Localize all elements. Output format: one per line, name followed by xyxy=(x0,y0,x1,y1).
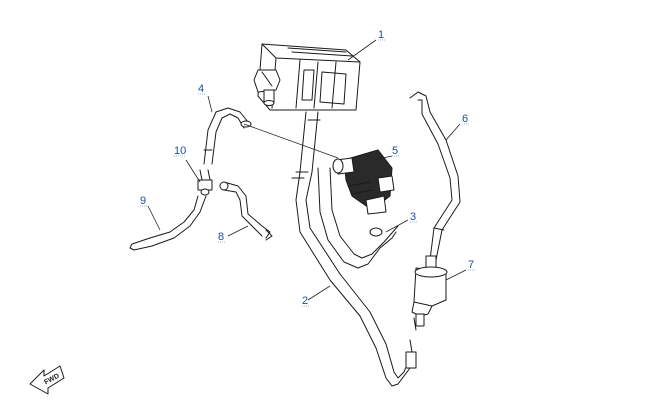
callout-8[interactable]: 8 xyxy=(218,231,224,243)
callout-7[interactable]: 7 xyxy=(468,259,474,271)
hose-part-9[interactable] xyxy=(129,195,207,251)
callout-3[interactable]: 3 xyxy=(410,211,416,223)
callout-4[interactable]: 4 xyxy=(198,83,204,95)
filter-part-7[interactable] xyxy=(411,255,448,327)
canister-part-1[interactable] xyxy=(253,43,361,111)
callout-2[interactable]: 2 xyxy=(302,295,308,307)
callout-10[interactable]: 10 xyxy=(174,145,186,157)
callout-1[interactable]: 1 xyxy=(378,29,384,41)
hose-part-2[interactable] xyxy=(291,111,417,387)
leader-lines xyxy=(147,39,467,301)
hose-part-8[interactable] xyxy=(219,181,273,241)
callout-numbers: 1 2 3 4 5 6 7 8 9 10 xyxy=(140,29,476,307)
callout-6[interactable]: 6 xyxy=(462,113,468,125)
connector-part-10[interactable] xyxy=(197,169,213,196)
solenoid-valve-part-5[interactable] xyxy=(332,149,395,215)
callout-9[interactable]: 9 xyxy=(140,195,146,207)
hose-part-3[interactable] xyxy=(317,167,399,269)
forward-arrow-icon: FWD xyxy=(29,365,65,395)
hose-part-6[interactable] xyxy=(409,91,461,261)
hose-part-4[interactable] xyxy=(203,107,252,165)
callout-5[interactable]: 5 xyxy=(392,145,398,157)
